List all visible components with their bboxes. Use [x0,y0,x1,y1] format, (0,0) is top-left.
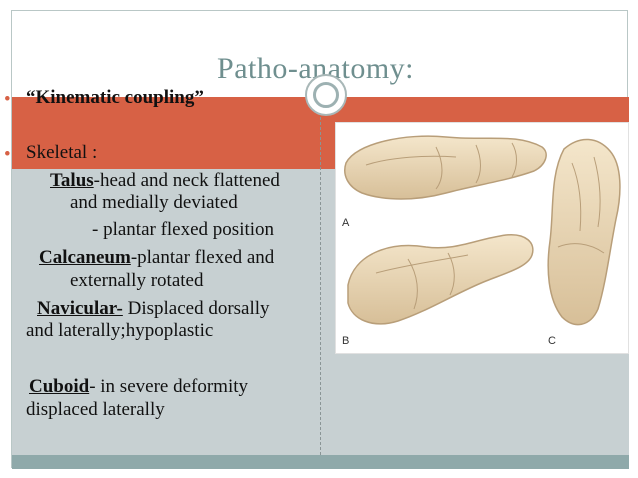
talus-text-1: -head and neck flattened [93,170,280,191]
figure-label-b: B [342,335,350,347]
talus-line-2: and medially deviated [70,192,238,213]
slide: Patho-anatomy: • “Kinematic coupling” • … [4,10,629,469]
cuboid-term: Cuboid [29,376,90,397]
talus-line-3: - plantar flexed position [92,219,275,240]
kinematic-heading: “Kinematic coupling” [26,87,204,108]
talus-term: Talus [50,170,94,191]
foot-view-a [344,135,547,200]
navicular-term: Navicular- [37,298,123,319]
ring-decoration-icon [305,74,347,116]
cuboid-line-2: displaced laterally [26,399,165,420]
ring-inner-icon [313,82,339,108]
bullet-icon: • [4,144,11,165]
cuboid-text-1: - in severe deformity [89,376,249,397]
calcaneum-term: Calcaneum [39,247,131,268]
figure-label-c: C [548,335,556,347]
figure-label-a: A [342,217,350,229]
foot-bones-svg [344,135,621,326]
navicular-text-1: Displaced dorsally [122,298,270,319]
foot-view-b [347,234,534,325]
bullet-icon: • [4,89,11,110]
calcaneum-line-1: Calcaneum-plantar flexed and [39,247,274,269]
column-divider [320,97,321,455]
foot-view-c [547,138,621,326]
footer-band [12,455,629,469]
calcaneum-line-2: externally rotated [70,270,204,291]
skeletal-heading: Skeletal : [26,142,98,163]
talus-line-1: Talus-head and neck flattened [50,170,280,192]
foot-bone-illustration: A B C [335,122,629,354]
cuboid-line-1: Cuboid- in severe deformity [29,376,248,398]
text-column: • “Kinematic coupling” • Skeletal : Talu… [4,11,322,469]
calcaneum-text-1: -plantar flexed and [130,247,275,268]
navicular-line-2: and laterally;hypoplastic [26,320,214,341]
navicular-line-1: Navicular- Displaced dorsally [37,298,270,320]
